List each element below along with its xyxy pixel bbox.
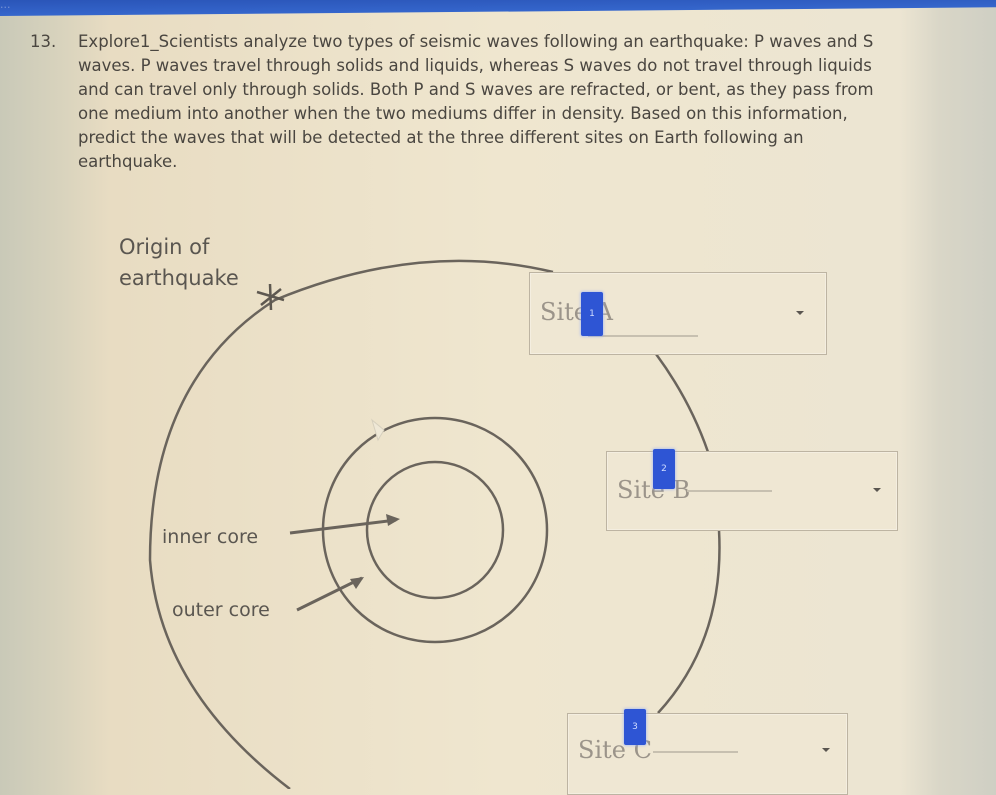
inner-core-arrow [289,518,397,535]
earth-outline-arc-b-c [657,529,721,714]
inner-core-circle [365,460,505,600]
question-text: Explore1_Scientists analyze two types of… [78,32,874,171]
site-c-chevron-down-icon[interactable] [822,748,830,752]
outer-core-label: outer core [172,599,270,621]
cursor-icon [371,418,385,442]
earth-outline-arc-left [148,259,554,789]
site-b-underline [687,490,772,492]
outer-core-arrowhead [350,577,364,589]
earth-outline-arc-a-b [654,353,710,453]
question-number: 13. [30,32,57,51]
site-b-dropdown[interactable]: Site B [606,451,898,531]
site-a-dropdown[interactable]: Site A [529,272,827,355]
site-b-number-badge: 2 [653,449,675,489]
site-a-chevron-down-icon[interactable] [796,311,804,315]
site-c-number-badge: 3 [624,709,646,745]
site-c-underline [653,751,738,753]
site-a-number-badge: 1 [581,292,603,336]
outer-core-arrow [296,576,363,612]
outer-core-circle [321,416,549,644]
inner-core-arrowhead [386,514,400,526]
site-b-chevron-down-icon[interactable] [873,488,881,492]
origin-of-earthquake-label: Origin of earthquake [119,235,239,290]
site-c-dropdown[interactable]: Site C [567,713,848,795]
inner-core-label: inner core [162,526,259,548]
site-a-underline [588,335,698,337]
earthquake-origin-star-icon [256,283,285,311]
